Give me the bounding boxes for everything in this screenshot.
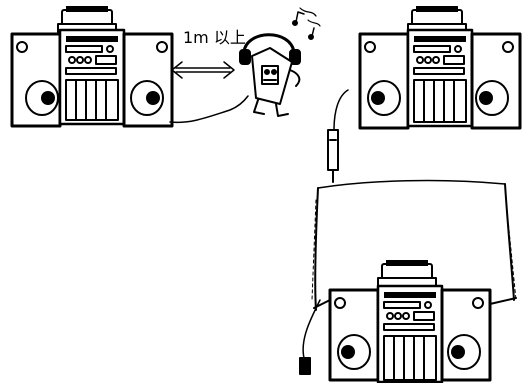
stereo-system-right [328, 6, 520, 182]
distance-arrow [172, 62, 234, 78]
stereo-system-bottom [300, 181, 516, 382]
walkman-character-icon [240, 8, 320, 116]
distance-label: 1m 以上 [183, 24, 246, 48]
